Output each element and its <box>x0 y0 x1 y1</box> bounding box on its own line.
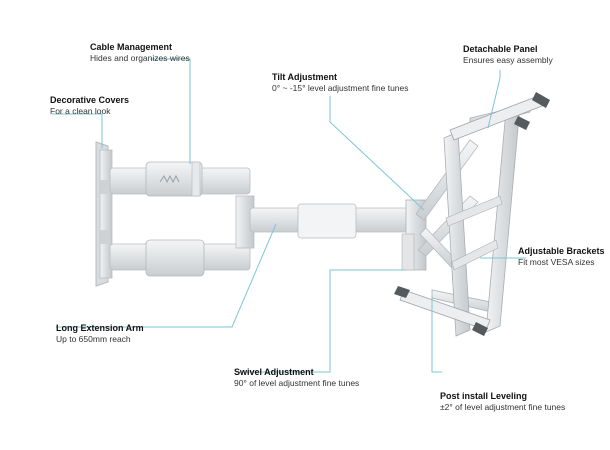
callout-long-extension-arm: Long Extension Arm Up to 650mm reach <box>56 323 144 345</box>
callout-title: Decorative Covers <box>50 95 130 105</box>
callout-cable-management: Cable Management Hides and organizes wir… <box>90 42 190 64</box>
callout-title: Long Extension Arm <box>56 323 144 333</box>
callout-description: ±2° of level adjustment fine tunes <box>440 402 566 413</box>
callout-title: Detachable Panel <box>463 44 538 54</box>
callout-detachable-panel: Detachable Panel Ensures easy assembly <box>463 44 553 66</box>
callout-title: Post install Leveling <box>440 391 528 401</box>
wall-plate <box>95 141 113 287</box>
leader-detachable-panel <box>487 70 501 129</box>
leader-long-extension-arm <box>56 223 277 328</box>
upper-arm <box>109 161 251 197</box>
callout-description: Ensures easy assembly <box>463 55 553 66</box>
callout-post-install-leveling: Post install Leveling ±2° of level adjus… <box>440 391 565 413</box>
callout-description: 90° of level adjustment fine tunes <box>234 378 360 389</box>
callout-description: Hides and organizes wires <box>90 53 190 64</box>
callout-title: Adjustable Brackets <box>518 246 605 256</box>
tv-bracket-frame <box>394 92 550 337</box>
callout-title: Cable Management <box>90 42 173 52</box>
leader-swivel-adjustment <box>236 269 406 373</box>
callout-description: For a clean look <box>50 106 111 117</box>
callout-description: Up to 650mm reach <box>56 334 131 345</box>
leader-cable-management <box>150 58 191 164</box>
callout-description: Fit most VESA sizes <box>518 257 595 268</box>
leader-tilt-adjustment <box>329 96 425 211</box>
callout-tilt-adjustment: Tilt Adjustment 0° ~ -15° level adjustme… <box>272 72 409 94</box>
callout-adjustable-brackets: Adjustable Brackets Fit most VESA sizes <box>518 246 605 268</box>
callout-swivel-adjustment: Swivel Adjustment 90° of level adjustmen… <box>234 367 359 389</box>
callout-title: Swivel Adjustment <box>234 367 314 377</box>
lower-arm <box>109 239 251 277</box>
leader-post-install-leveling <box>431 296 442 373</box>
leader-decorative-covers <box>52 113 103 148</box>
callout-title: Tilt Adjustment <box>272 72 337 82</box>
extension-arm <box>249 203 419 239</box>
leader-lines <box>52 58 526 373</box>
callout-decorative-covers: Decorative Covers For a clean look <box>50 95 129 117</box>
callout-description: 0° ~ -15° level adjustment fine tunes <box>272 83 409 94</box>
